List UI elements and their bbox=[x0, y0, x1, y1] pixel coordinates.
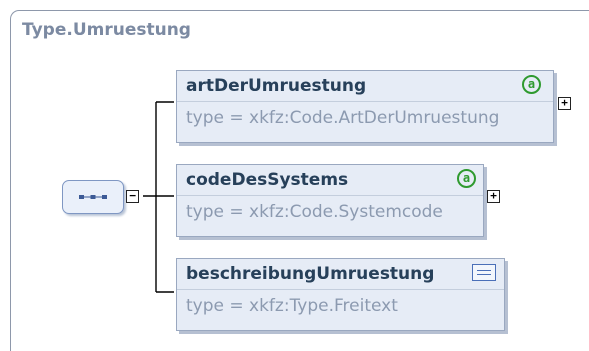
attribute-icon: a bbox=[522, 75, 541, 94]
sequence-compositor-icon bbox=[79, 195, 107, 199]
element-type: type = xkfz:Type.Freitext bbox=[186, 296, 398, 316]
element-name: artDerUmruestung bbox=[186, 76, 367, 96]
element-box-codedessystems[interactable]: codeDesSystems a type = xkfz:Code.System… bbox=[176, 164, 484, 237]
documentation-icon bbox=[472, 264, 496, 281]
collapse-button[interactable]: − bbox=[126, 190, 139, 203]
expand-button[interactable]: + bbox=[487, 190, 500, 203]
element-type: type = xkfz:Code.ArtDerUmruestung bbox=[186, 108, 500, 128]
sequence-compositor[interactable] bbox=[62, 180, 124, 214]
connector-lines bbox=[143, 101, 174, 293]
element-header: artDerUmruestung a bbox=[177, 71, 553, 102]
element-header: codeDesSystems a bbox=[177, 165, 483, 196]
attribute-icon: a bbox=[457, 169, 476, 188]
element-name: beschreibungUmruestung bbox=[186, 264, 435, 284]
element-box-beschreibungumruestung[interactable]: beschreibungUmruestung type = xkfz:Type.… bbox=[176, 258, 505, 331]
element-name: codeDesSystems bbox=[186, 170, 349, 190]
element-header: beschreibungUmruestung bbox=[177, 259, 504, 290]
type-title: Type.Umruestung bbox=[22, 20, 191, 40]
element-type: type = xkfz:Code.Systemcode bbox=[186, 202, 443, 222]
expand-button[interactable]: + bbox=[558, 97, 571, 110]
type-frame bbox=[10, 10, 589, 351]
element-box-artderumruestung[interactable]: artDerUmruestung a type = xkfz:Code.ArtD… bbox=[176, 70, 554, 143]
